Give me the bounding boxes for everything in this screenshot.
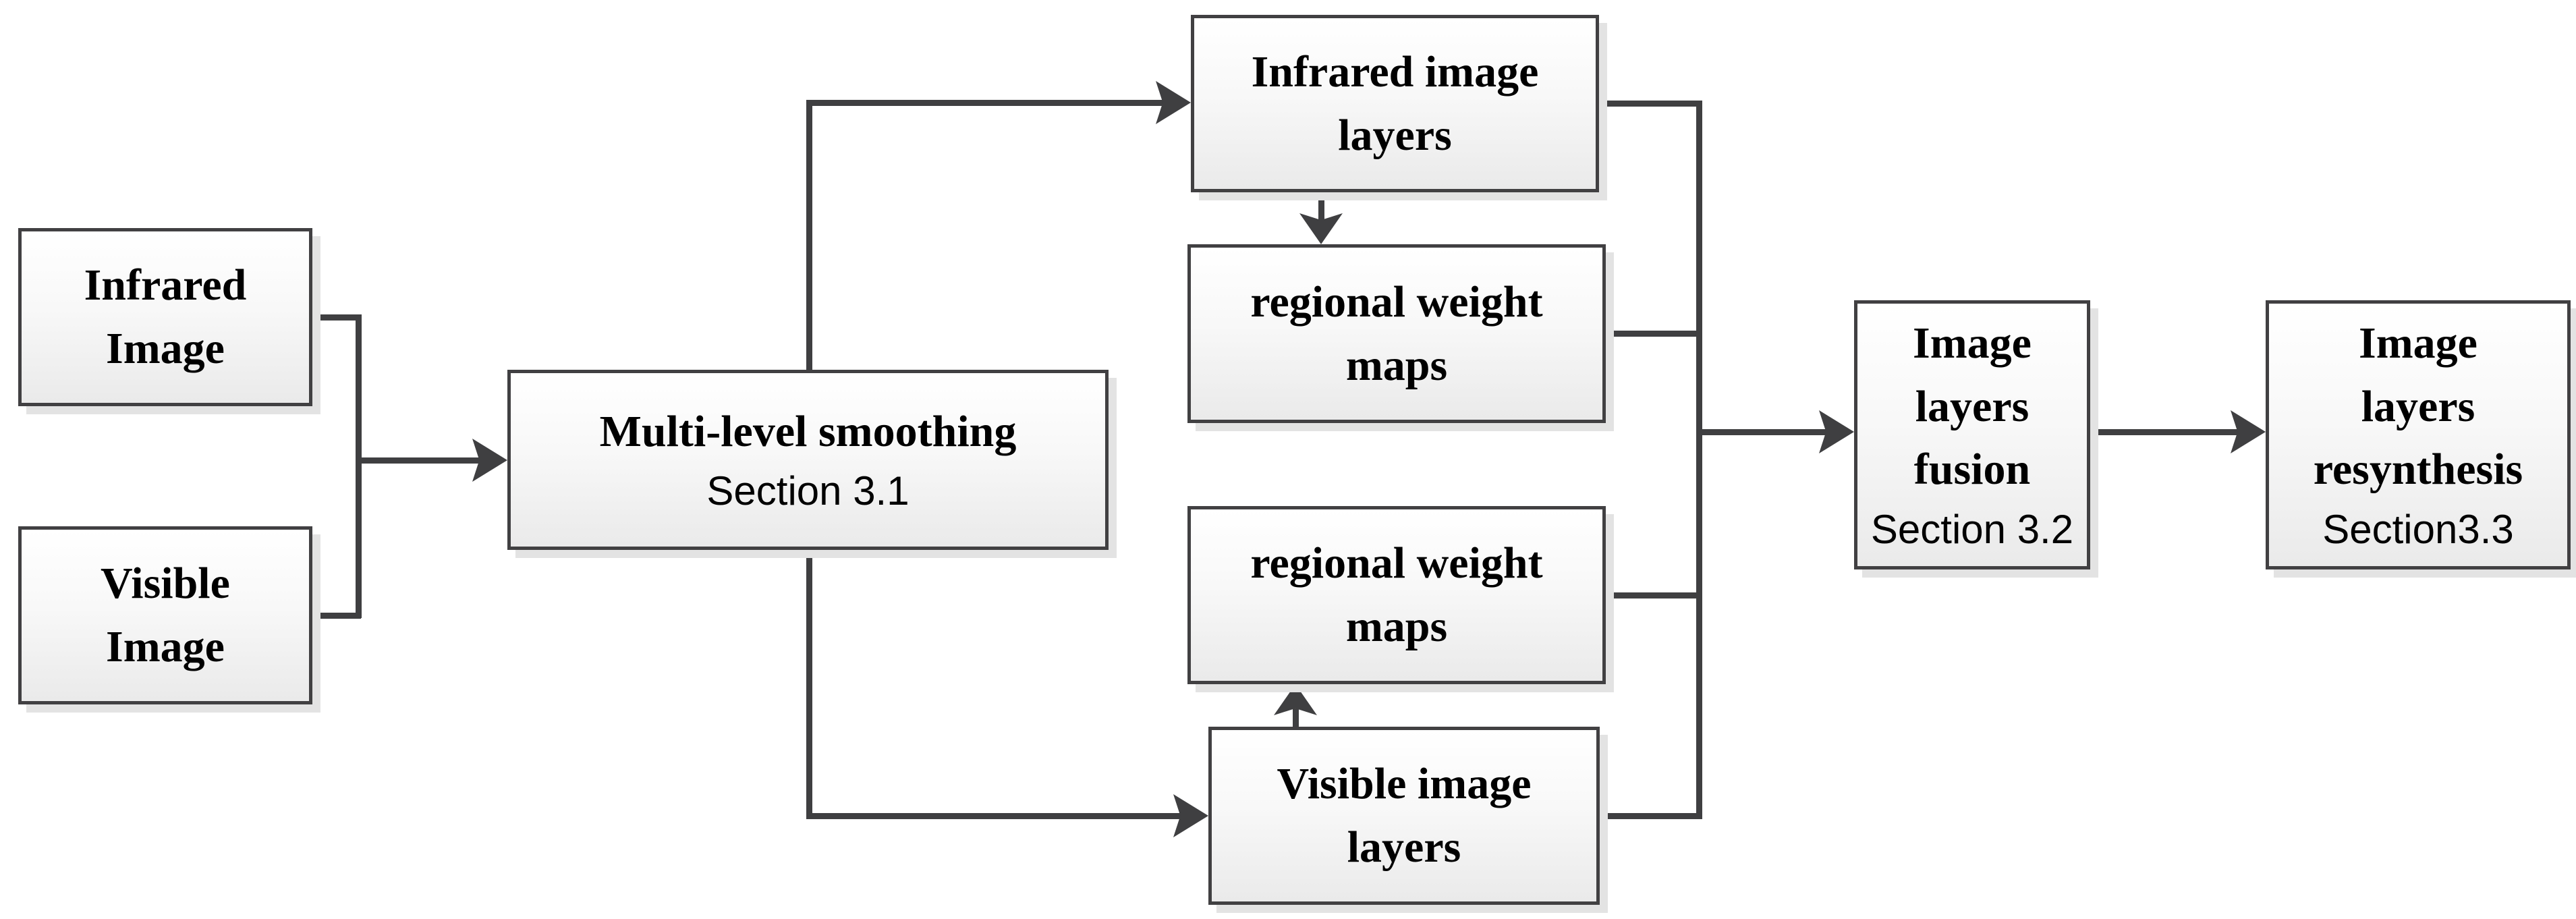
node-section-label: Section 3.2 xyxy=(1870,507,2074,553)
connector-regional-maps-vis-out xyxy=(1599,592,1702,598)
connector-smoothing-top-vertical xyxy=(806,100,812,372)
node-label: resynthesis xyxy=(2313,445,2523,495)
node-image-layers-resynthesis: Image layers resynthesis Section3.3 xyxy=(2266,300,2571,569)
connector-visible-image-out xyxy=(312,613,361,619)
connector-fusion-to-resynthesis xyxy=(2090,429,2259,435)
node-infrared-image: Infrared Image xyxy=(18,228,312,406)
node-label: layers xyxy=(1347,823,1461,872)
connector-visible-layers-to-maps xyxy=(1293,708,1299,727)
node-label: Image xyxy=(2359,318,2477,368)
connector-smoothing-bottom-vertical xyxy=(806,547,812,819)
node-visible-image: Visible Image xyxy=(18,526,312,704)
node-label: regional weight xyxy=(1250,277,1543,327)
connector-smoothing-to-visible-layers xyxy=(806,813,1202,819)
node-infrared-image-layers: Infrared image layers xyxy=(1191,15,1599,192)
node-label: Visible xyxy=(101,559,230,609)
node-visible-image-layers: Visible image layers xyxy=(1208,727,1600,905)
node-section-label: Section3.3 xyxy=(2322,507,2514,553)
connector-infrared-layers-out xyxy=(1592,101,1702,107)
node-label: layers xyxy=(2361,381,2475,431)
node-regional-weight-maps-ir: regional weight maps xyxy=(1187,244,1606,423)
connector-infrared-image-out xyxy=(312,314,361,321)
node-label: maps xyxy=(1345,602,1448,651)
node-label: maps xyxy=(1345,340,1448,390)
node-label: Infrared xyxy=(84,260,247,310)
node-image-layers-fusion: Image layers fusion Section 3.2 xyxy=(1854,300,2090,569)
connector-smoothing-to-infrared-layers xyxy=(806,100,1184,106)
connector-merge-to-smoothing xyxy=(356,457,501,464)
node-label: layers xyxy=(1338,110,1452,160)
node-section-label: Section 3.1 xyxy=(706,468,909,514)
node-label: Infrared image xyxy=(1251,47,1539,96)
node-label: Image xyxy=(106,622,225,671)
connector-infrared-layers-to-maps xyxy=(1318,192,1324,223)
node-label: layers xyxy=(1915,381,2029,431)
node-label: Multi-level smoothing xyxy=(599,406,1017,456)
node-label: fusion xyxy=(1913,445,2031,495)
node-regional-weight-maps-vis: regional weight maps xyxy=(1187,506,1606,684)
connector-collector-to-fusion xyxy=(1696,429,1847,435)
connector-input-merge-vertical xyxy=(356,314,362,618)
node-label: Visible image xyxy=(1277,759,1532,809)
node-label: regional weight xyxy=(1250,538,1543,588)
node-multi-level-smoothing: Multi-level smoothing Section 3.1 xyxy=(507,370,1109,550)
connector-visible-layers-out xyxy=(1593,813,1702,819)
node-label: Image xyxy=(106,324,225,373)
node-label: Image xyxy=(1913,318,2032,368)
connector-regional-maps-ir-out xyxy=(1599,331,1702,337)
connector-collector-vertical xyxy=(1696,101,1702,819)
